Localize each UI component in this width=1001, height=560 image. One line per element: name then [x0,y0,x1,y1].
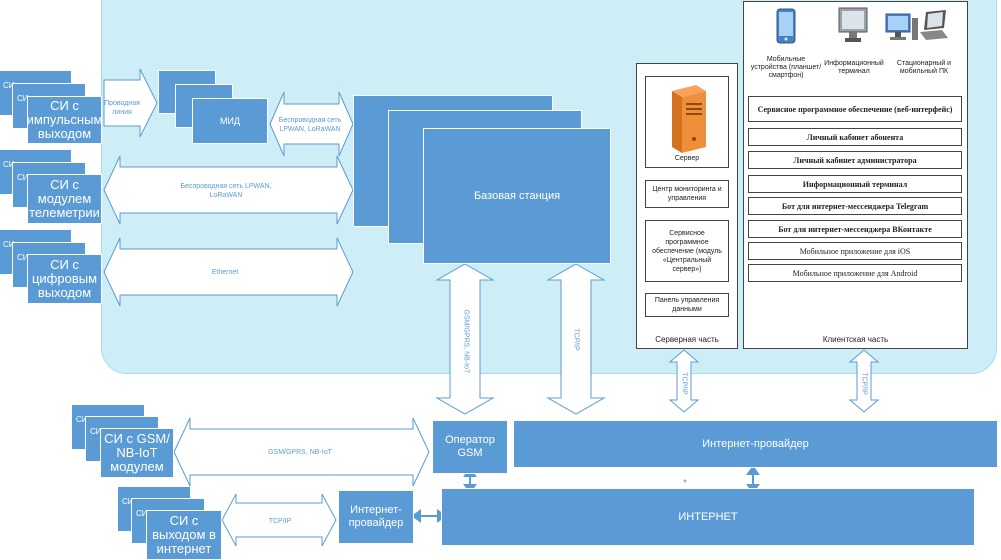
tcpip-vertical-arrow [546,263,606,415]
wireless-long-label: Беспроводная сеть LPWAN, LoRaWAN [180,183,272,199]
tcpip-client-arrow [848,349,880,413]
icon-label-mobile: Мобильные устройства (планшет/смартфон) [750,56,822,79]
tcpip-server-arrow [668,349,700,413]
desktop-laptop-icon [885,10,948,40]
client-item-ios-app: Мобильное приложение для iOS [748,242,962,260]
tcpip-vertical-label: TCP/IP [572,328,580,351]
device-gsm: СИ с GSM/ NB-IoT модулем [100,428,174,478]
internet-provider-top: Интернет-провайдер [513,420,998,468]
gsm-arrow-label: GSM/GPRS, NB-IoT [268,449,332,456]
tcpip-client-label: TCP/IP [860,372,868,395]
server-item-data-panel: Панель управления данными [645,293,729,317]
client-item-subscriber-cabinet: Личный кабинет абонента [748,128,962,146]
ethernet-label: Ethernet [211,269,239,276]
client-part-footer: Клиентская часть [822,335,889,344]
gsm-vertical-label: GSM/GPRS, NB-IoT [462,309,470,374]
internet-provider-bottom: Интернет-провайдер [338,490,414,544]
terminal-icon [838,7,868,42]
internet-arrow-label: TCP/IP [268,518,292,525]
device-pulse: СИ с импульсным выходом [27,96,102,144]
mid-box: МИД [192,98,268,144]
ethernet-arrow [103,237,354,307]
server-caption: Сервер [674,155,700,162]
client-item-admin-cabinet: Личный кабинет администратора [748,151,962,169]
icon-label-pc: Стационарный и мобильный ПК [896,60,952,75]
client-item-web: Сервисное программное обеспечение (веб-и… [748,96,962,122]
server-part-footer: Серверная часть [655,335,719,344]
client-item-android-app: Мобильное приложение для Android [748,264,962,282]
base-station: Базовая станция [423,128,611,264]
client-part-panel: Мобильные устройства (планшет/смартфон) … [743,1,968,349]
internet-device-arrow [221,493,337,547]
device-internet: СИ с выходом в интернет [146,510,222,560]
gsm-operator: Оператор GSM [432,420,508,474]
device-telemetry: СИ с модулем телеметрии [27,174,102,224]
device-digital: СИ с цифровым выходом [27,254,102,304]
smartphone-icon [776,8,796,44]
wired-line-arrow [103,68,158,138]
wired-line-label: Проводная линия [104,100,140,116]
internet-box: ИНТЕРНЕТ [441,488,975,546]
server-box: Сервер [645,76,729,168]
icon-label-terminal: Информационный терминал [824,60,884,75]
client-item-telegram-bot: Бот для интернет-мессенджера Telegram [748,197,962,215]
asterisk-mark: * [683,478,687,489]
gsm-vertical-arrow [435,263,495,415]
client-item-vk-bot: Бот для интернет-мессенджера ВКонтакте [748,220,962,238]
server-item-monitoring: Центр мониторинга и управления [645,180,729,208]
server-part-panel: Сервер Центр мониторинга и управления Се… [636,63,738,349]
client-item-info-terminal: Информационный терминал [748,175,962,193]
server-item-service-software: Сервисное программное обеспечение (модул… [645,220,729,282]
gsm-horizontal-arrow [173,417,430,487]
tcpip-server-label: TCP/IP [680,372,688,395]
wireless-short-label: Беспроводная сеть LPWAN, LoRaWAN [278,117,342,133]
server-icon [672,85,706,153]
